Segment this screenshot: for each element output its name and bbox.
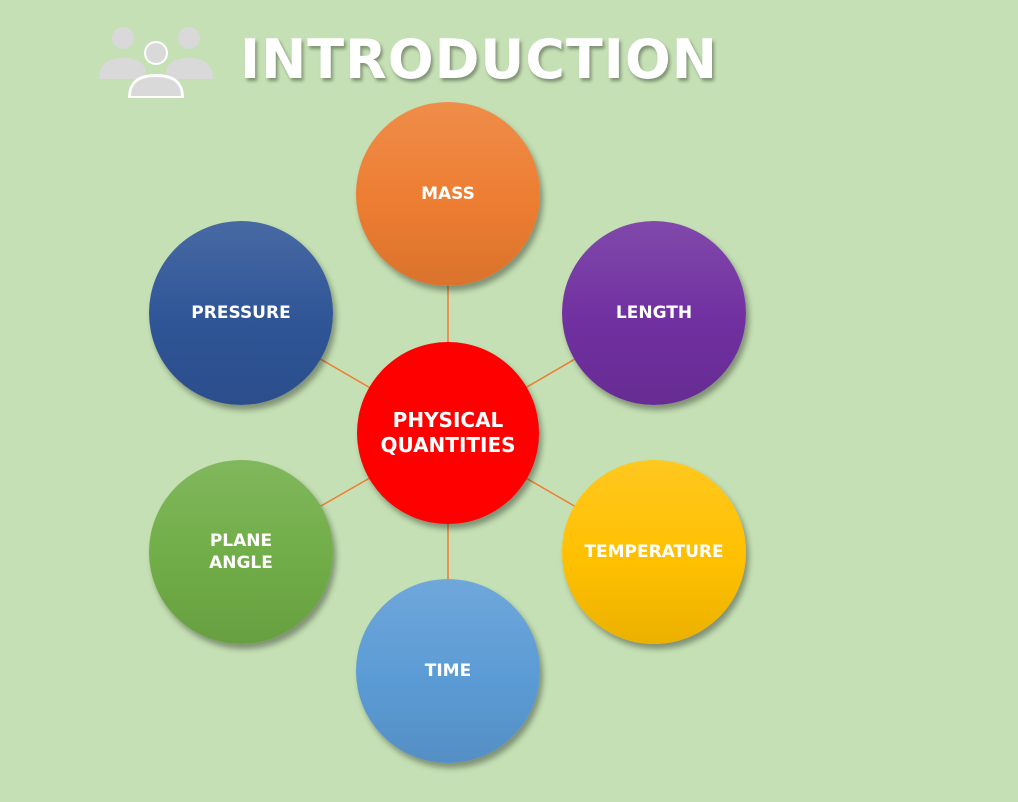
connector-pressure: [320, 358, 370, 389]
node-length: LENGTH: [562, 221, 746, 405]
node-temperature-label: TEMPERATURE: [584, 542, 724, 562]
node-length-label: LENGTH: [615, 303, 693, 323]
connector-length: [526, 358, 575, 388]
node-pressure-label: PRESSURE: [191, 303, 291, 323]
node-time: TIME: [356, 579, 540, 763]
node-temperature: TEMPERATURE: [562, 460, 746, 644]
node-mass-label: MASS: [421, 184, 475, 204]
node-pressure: PRESSURE: [149, 221, 333, 405]
node-time-label: TIME: [424, 661, 472, 681]
connector-temperature: [526, 477, 575, 507]
node-mass: MASS: [356, 102, 540, 286]
people-group-icon: [99, 27, 213, 98]
connector-plane-angle: [320, 477, 370, 507]
page-title: INTRODUCTION: [240, 28, 718, 91]
